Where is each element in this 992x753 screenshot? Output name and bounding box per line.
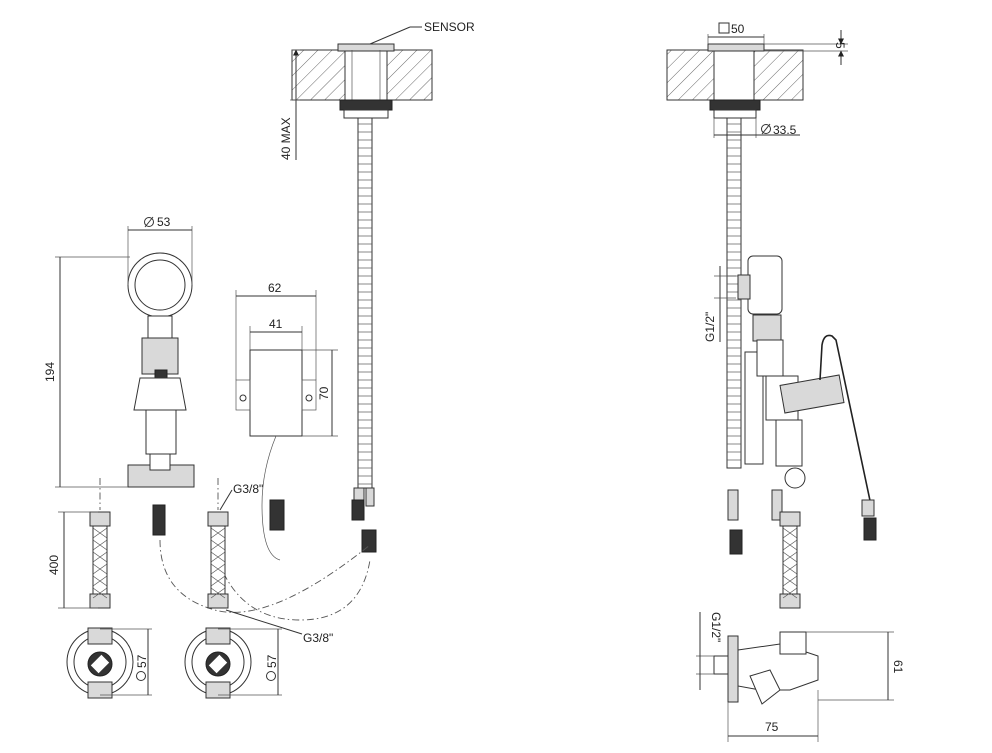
dim-g38-bottom: G3/8" [303,631,333,645]
flex-hoses: 400 G3/8" G3/8" [47,482,333,645]
angle-valve-right: 57 [184,627,282,699]
sensor-cable-conduit [357,117,373,489]
dim-g38-top: G3/8" [233,482,263,496]
dim-5: 5 [833,42,847,49]
dim-70: 70 [317,386,331,400]
dim-61: 61 [891,660,905,674]
angle-valve-left: 57 [66,627,152,699]
dim-diameter-57-left: 57 [135,654,149,668]
dim-g12-bottom: G1/2" [709,612,723,642]
dim-diameter-53: 53 [157,215,171,229]
dim-square-50: 50 [731,22,745,36]
dim-diameter-33-5: 33.5 [773,123,797,137]
sensor-label: SENSOR [424,20,475,34]
control-box: 62 41 70 [235,281,338,561]
mixer-assembly: 53 194 [43,215,371,621]
side-view-assembly: 50 5 33.5 G1/ [666,22,877,609]
ceiling-sensor-front-view: SENSOR 40 MAX [279,20,475,553]
dim-41: 41 [269,317,283,331]
dim-diameter-57-right: 57 [265,654,279,668]
dim-75: 75 [765,720,779,734]
dim-g12-side: G1/2" [703,312,717,342]
angle-valve-side-view: G1/2" 61 75 [696,612,905,742]
dim-400: 400 [47,555,61,575]
dim-194: 194 [43,362,57,382]
dim-62: 62 [268,281,282,295]
dim-40-max: 40 MAX [279,117,293,160]
